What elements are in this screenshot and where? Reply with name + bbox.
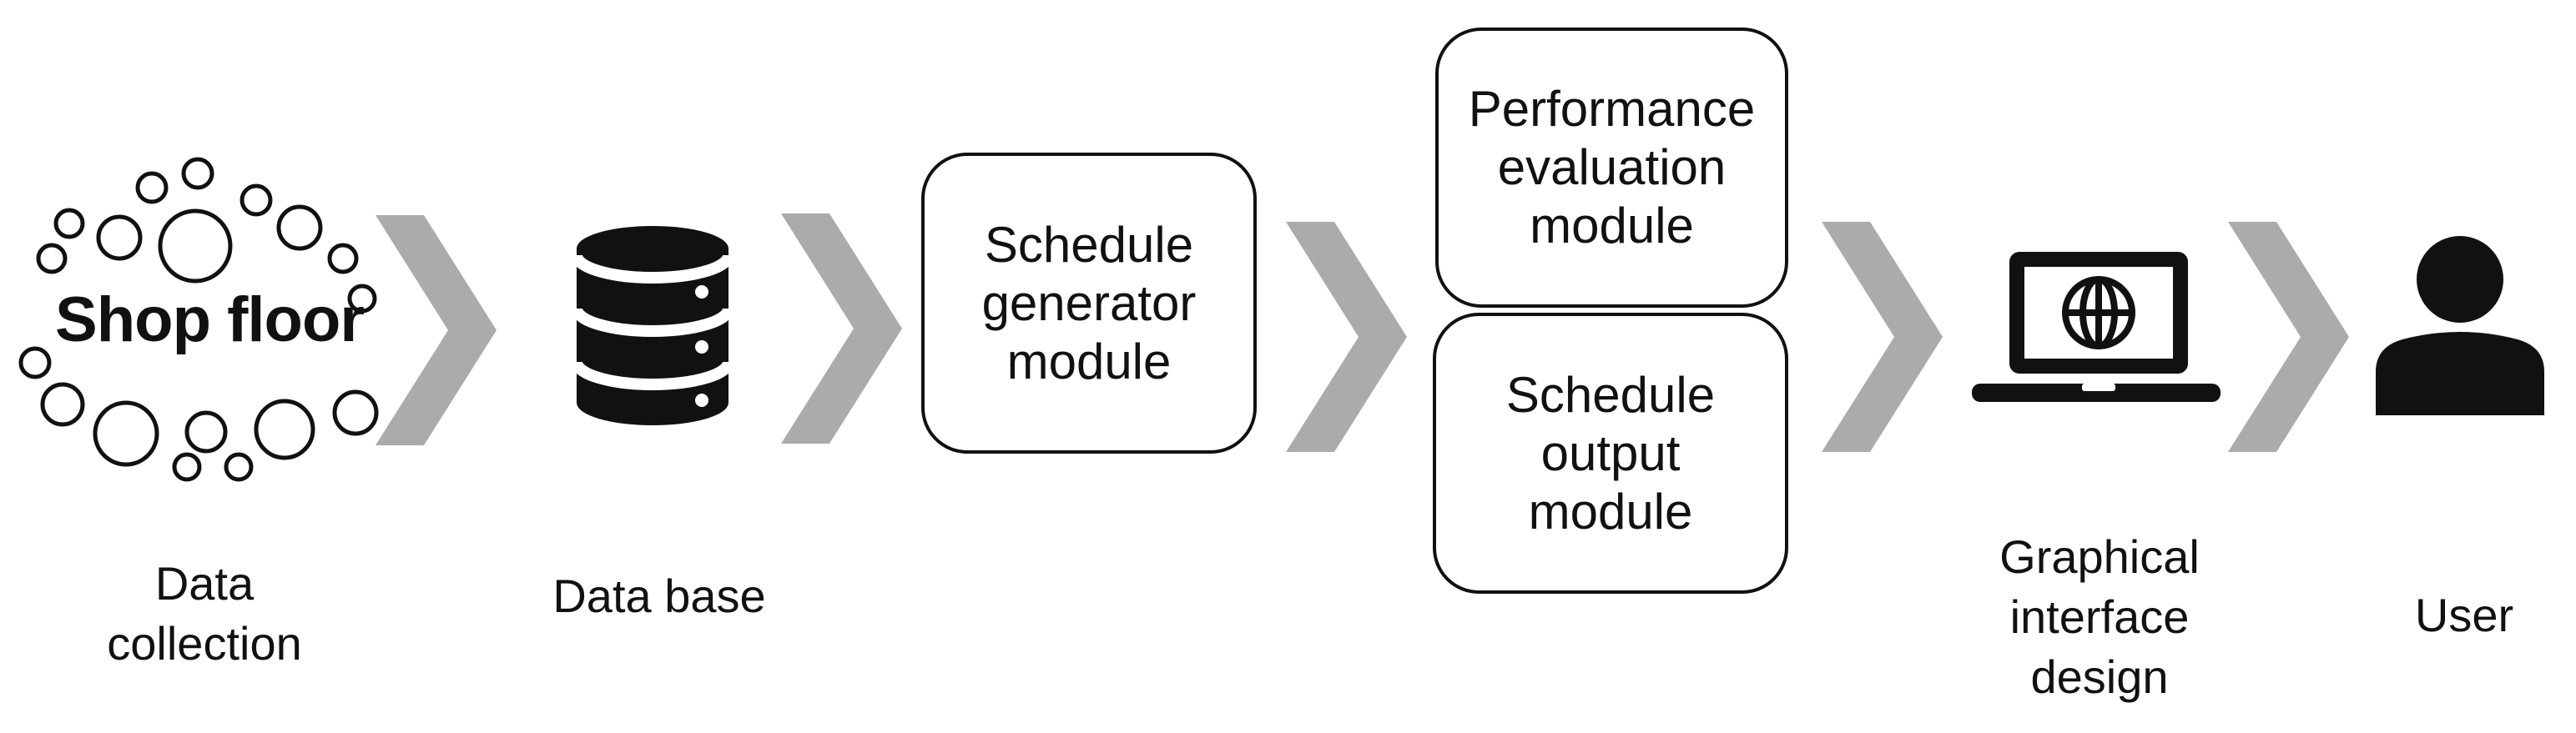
stage-label-user: User <box>2414 589 2514 641</box>
box-text: Schedule output module <box>1505 366 1716 540</box>
globe-icon <box>2062 276 2135 349</box>
flow-arrow-icon <box>376 215 497 445</box>
flow-arrow-icon <box>2228 222 2349 452</box>
performance-evaluation-module-box: Performance evaluation module <box>1435 28 1788 308</box>
schedule-output-module-box: Schedule output module <box>1433 313 1788 594</box>
stage-label-data-collection: Data collection <box>107 557 302 670</box>
person-icon <box>2376 236 2544 415</box>
box-text: Schedule generator module <box>981 216 1197 389</box>
box-text: Performance evaluation module <box>1468 81 1756 254</box>
flow-arrow-icon <box>1286 222 1407 452</box>
shop-floor-text: Shop floor <box>55 284 365 355</box>
bubble-cloud-icon <box>18 157 379 482</box>
flow-arrow-icon <box>1822 222 1943 452</box>
schedule-generator-module-box: Schedule generator module <box>921 153 1257 454</box>
flow-arrow-icon <box>781 213 902 444</box>
database-icon <box>577 226 728 425</box>
laptop-globe-icon <box>1972 252 2221 402</box>
stage-label-data-base: Data base <box>552 570 766 622</box>
stage-label-graphical-interface-design: Graphical interface design <box>1999 530 2200 703</box>
